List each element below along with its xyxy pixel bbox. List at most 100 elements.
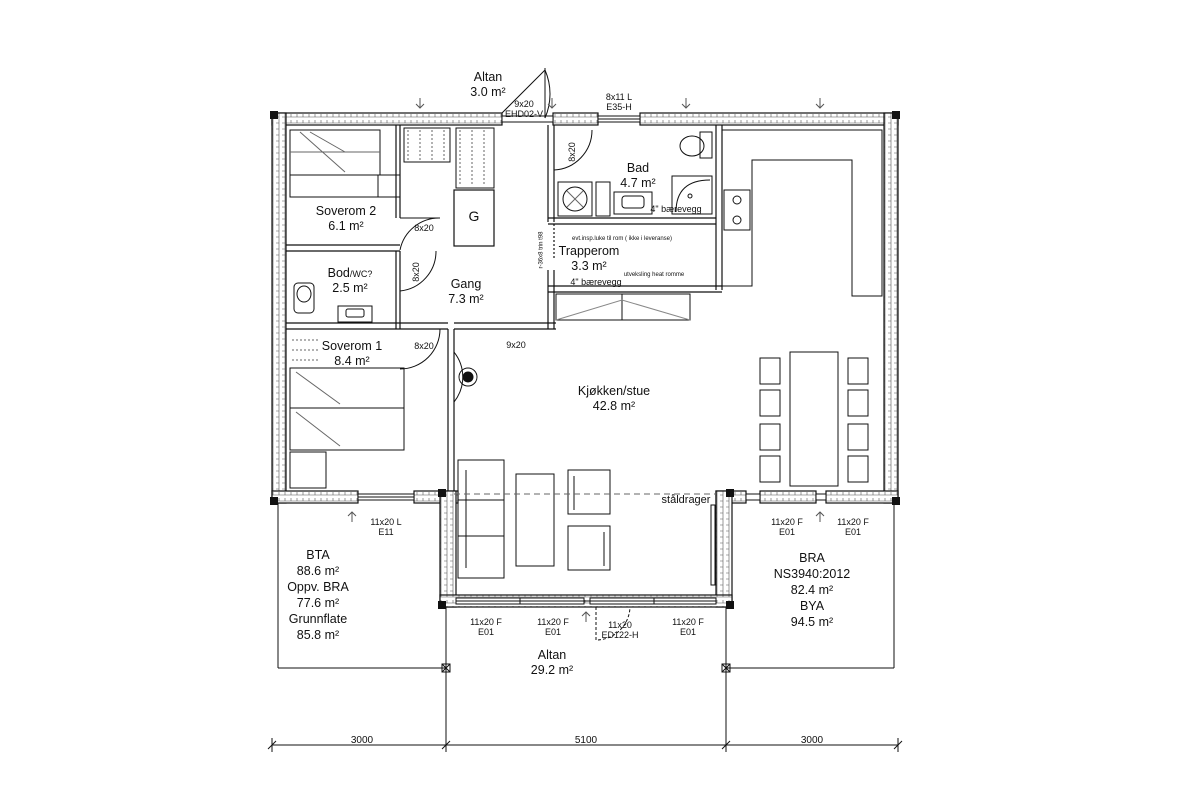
window-code: E01 <box>778 527 796 537</box>
room-bad-label: Bad 4.7 m² <box>620 161 655 191</box>
bra-label: BRA <box>799 551 825 565</box>
altan-outlines <box>277 503 895 745</box>
oppv-label: Oppv. BRA <box>287 580 349 594</box>
note-staldrager: ståldrager <box>661 494 711 506</box>
window-code: E01 <box>679 627 697 637</box>
door-gang-label: 9x20 <box>506 340 526 350</box>
dining-set <box>759 351 869 487</box>
room-name-suffix: /WC? <box>349 269 373 279</box>
grunn-value: 85.8 m² <box>296 628 340 642</box>
bta-value: 88.6 m² <box>296 564 340 578</box>
room-area: 3.0 m² <box>470 85 506 99</box>
door-soverom2-label: 8x20 <box>414 223 434 233</box>
soverom2-furniture <box>289 127 495 198</box>
room-altan-top-label: Altan 3.0 m² <box>470 70 505 100</box>
vent-arrows <box>347 98 825 622</box>
bta-label: BTA <box>306 548 330 562</box>
window-size: 11x20 L <box>370 517 402 527</box>
bay-windows <box>455 493 827 605</box>
dimension-line <box>267 738 903 752</box>
note-trapp: r-36x8 trin t98 <box>538 231 545 269</box>
kitchen-counter <box>555 129 883 321</box>
room-gang-label: Gang 7.3 m² <box>448 277 483 307</box>
window-right-1-label: 11x20 F E01 <box>771 517 803 537</box>
window-code: E35-H <box>606 102 632 112</box>
room-name: Altan <box>537 648 567 662</box>
window-code: E01 <box>477 627 495 637</box>
garderobe-label: G <box>468 208 480 224</box>
bya-value: 94.5 m² <box>790 615 834 629</box>
window-code: E01 <box>544 627 562 637</box>
oppv-value: 77.6 m² <box>296 596 340 610</box>
door-soverom1-label: 8x20 <box>414 341 434 351</box>
room-bod-label: Bod/WC? 2.5 m² <box>328 266 373 296</box>
stats-left: BTA 88.6 m² Oppv. BRA 77.6 m² Grunnflate… <box>287 547 349 643</box>
room-area: 3.3 m² <box>571 259 607 273</box>
altan-markers <box>441 663 731 673</box>
top-windows <box>501 115 641 123</box>
door-code: EHD02-V <box>504 109 544 119</box>
window-size: 11x20 F <box>771 517 803 527</box>
window-size: 11x20 F <box>470 617 502 627</box>
window-code: E01 <box>844 527 862 537</box>
room-kjokken-label: Kjøkken/stue 42.8 m² <box>578 384 650 414</box>
window-size: 8x11 L <box>605 92 633 102</box>
room-soverom1-label: Soverom 1 8.4 m² <box>322 339 382 369</box>
bra-standard: NS3940:2012 <box>773 567 851 581</box>
room-trapperom-label: Trapperom 3.3 m² <box>559 244 620 274</box>
window-code: E11 <box>378 527 394 537</box>
room-area: 4.7 m² <box>620 176 656 190</box>
note-baerevegg-2: 4" bærevegg <box>570 277 622 287</box>
door-altan-bottom-label: 11x20 ED122-H <box>601 620 638 640</box>
door-size: 11x20 <box>608 620 632 630</box>
bad-fixtures <box>557 131 713 217</box>
bya-label: BYA <box>799 599 825 613</box>
note-inspeksjon: evt.insp.luke til rom ( ikke i leveranse… <box>571 236 673 242</box>
room-area: 8.4 m² <box>334 354 370 368</box>
stats-right: BRA NS3940:2012 82.4 m² BYA 94.5 m² <box>774 550 850 630</box>
dimension-left: 3000 <box>350 735 374 746</box>
door-size: 9x20 <box>514 99 534 109</box>
window-size: 11x20 F <box>837 517 869 527</box>
room-area: 42.8 m² <box>592 399 636 413</box>
room-name: Trapperom <box>558 244 620 258</box>
dimension-right: 3000 <box>800 735 824 746</box>
room-soverom2-label: Soverom 2 6.1 m² <box>316 204 376 234</box>
room-area: 6.1 m² <box>328 219 364 233</box>
window-top-label: 8x11 L E35-H <box>606 92 632 112</box>
living-furniture <box>457 459 611 579</box>
room-name: Kjøkken/stue <box>577 384 651 398</box>
room-area: 7.3 m² <box>448 292 484 306</box>
bottom-left-window <box>357 493 415 501</box>
room-name: Bad <box>626 161 650 175</box>
bod-fixtures <box>293 282 373 323</box>
room-name: Bod <box>327 266 350 280</box>
room-name: Soverom 1 <box>321 339 383 353</box>
note-baerevegg-1: 4" bærevegg <box>650 204 702 214</box>
window-size: 11x20 F <box>672 617 704 627</box>
door-bod-label: 8x20 <box>411 262 421 282</box>
door-swings <box>399 68 631 641</box>
fireplace <box>453 351 478 403</box>
room-altan-bottom-label: Altan 29.2 m² <box>531 648 573 678</box>
window-right-2-label: 11x20 F E01 <box>837 517 869 537</box>
interior-walls <box>286 125 723 491</box>
window-bottom-2-label: 11x20 F E01 <box>537 617 569 637</box>
grunn-label: Grunnflate <box>288 612 348 626</box>
dimension-middle: 5100 <box>574 735 598 746</box>
corner-posts <box>270 111 900 609</box>
door-altan-top-label: 9x20 EHD02-V <box>505 99 543 119</box>
room-name: Altan <box>473 70 503 84</box>
window-bottom-3-label: 11x20 F E01 <box>672 617 704 637</box>
room-area: 29.2 m² <box>530 663 574 677</box>
window-left-bottom-label: 11x20 L E11 <box>370 517 401 537</box>
door-code: ED122-H <box>601 630 639 640</box>
bra-value: 82.4 m² <box>790 583 834 597</box>
door-bad-label: 8x20 <box>567 142 577 162</box>
window-bottom-1-label: 11x20 F E01 <box>470 617 502 637</box>
soverom1-furniture <box>289 339 405 489</box>
room-area: 2.5 m² <box>332 281 368 295</box>
room-name: Gang <box>450 277 482 291</box>
window-size: 11x20 F <box>537 617 569 627</box>
